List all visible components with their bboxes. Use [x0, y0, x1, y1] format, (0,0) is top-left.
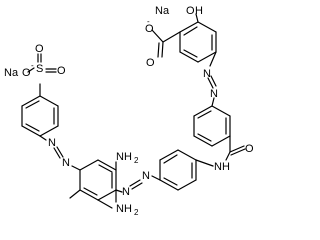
- salicylate-ring: [179, 21, 217, 63]
- methyl-bond: [69, 189, 81, 199]
- anilide-ring: [159, 149, 197, 191]
- structure-canvas: O H Na O - O N N O NH: [4, 5, 254, 217]
- sodium-top-label: Na: [155, 5, 170, 17]
- azo3-n-b: N: [122, 186, 130, 198]
- sulfonyl-o-top: O: [35, 43, 44, 55]
- amino-bottom-label: NH: [116, 203, 132, 215]
- sodium-left-label: Na: [4, 67, 19, 79]
- sulfonate-o-label: O: [22, 67, 31, 79]
- oh-h-label: H: [195, 5, 203, 17]
- benzamide-ring: [193, 105, 231, 147]
- azo1-n-a: N: [203, 68, 211, 80]
- azo2-n-b: N: [48, 137, 56, 149]
- amide-o-label: O: [245, 143, 254, 155]
- amino-top-label: NH: [116, 151, 132, 163]
- amino-bottom-subscript: 2: [134, 208, 139, 217]
- oh-o-label: O: [186, 5, 195, 17]
- carboxylate-o-label: O: [145, 23, 154, 35]
- carbonyl-o-label: O: [146, 57, 155, 69]
- chemical-structure-diagram: O H Na O - O N N O NH: [4, 5, 254, 217]
- sulfonyl-o-right: O: [57, 65, 66, 77]
- azo1-n-b: N: [210, 88, 218, 100]
- oh-bond: [195, 13, 199, 23]
- amide-nh-label: NH: [214, 161, 230, 173]
- sulfonate-minus: -: [31, 61, 34, 70]
- sulfophenyl-ring: [21, 95, 59, 137]
- carboxylate-minus: -: [147, 17, 150, 26]
- azo2-n-a: N: [62, 157, 70, 169]
- carboxyl-bond: [162, 31, 181, 43]
- sulfur-label: S: [36, 63, 43, 75]
- central-ring: [79, 159, 117, 201]
- amino-top-subscript: 2: [134, 156, 139, 165]
- azo3-n-a: N: [142, 170, 150, 182]
